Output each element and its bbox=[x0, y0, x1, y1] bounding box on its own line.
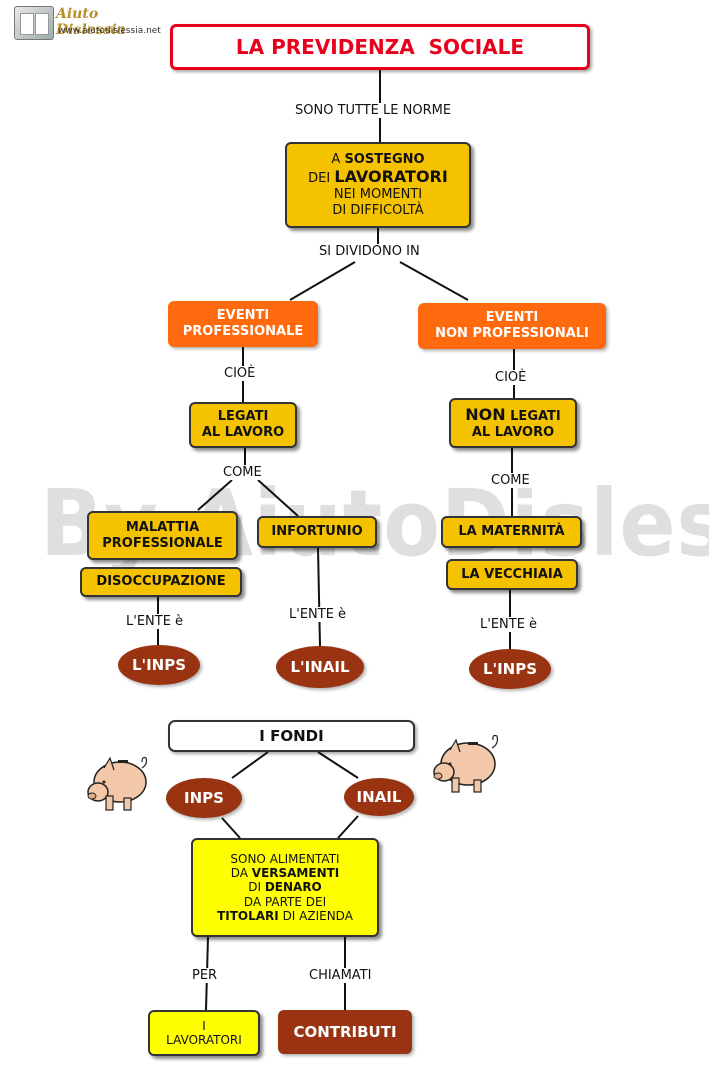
inps-ellipse-2: L'INPS bbox=[469, 649, 551, 689]
sono-alimentati-box: SONO ALIMENTATI DA VERSAMENTI DI DENARO … bbox=[191, 838, 379, 937]
label-per: PER bbox=[189, 968, 221, 983]
logo-title: Aiuto Dislessia bbox=[56, 6, 126, 38]
book-icon bbox=[14, 6, 54, 40]
inail-ellipse: L'INAIL bbox=[276, 646, 364, 688]
logo-url: www.aiutodislessia.net bbox=[58, 26, 161, 36]
logo[interactable]: Aiuto Dislessia www.aiutodislessia.net bbox=[14, 6, 166, 40]
i-lavoratori-box: I LAVORATORI bbox=[148, 1010, 260, 1056]
label-ente-inail: L'ENTE è bbox=[286, 607, 350, 622]
label-si-dividono-in: SI DIVIDONO IN bbox=[316, 244, 423, 259]
disoccupazione-box: DISOCCUPAZIONE bbox=[80, 567, 242, 597]
i-fondi-box: I FONDI bbox=[168, 720, 415, 752]
label-come-right: COME bbox=[488, 473, 533, 488]
label-ente-inps-2: L'ENTE è bbox=[477, 617, 541, 632]
fondi-inps-ellipse: INPS bbox=[166, 778, 242, 818]
label-cioe-left: CIOÈ bbox=[221, 366, 259, 381]
label-cioe-right: CIOÈ bbox=[492, 370, 530, 385]
eventi-non-professionali-box: EVENTI NON PROFESSIONALI bbox=[418, 303, 606, 349]
label-ente-inps-1: L'ENTE è bbox=[123, 614, 187, 629]
piggy-bank-right-icon bbox=[433, 734, 499, 793]
contributi-box: CONTRIBUTI bbox=[278, 1010, 412, 1054]
piggy-bank-left-icon bbox=[87, 756, 148, 811]
infortunio-box: INFORTUNIO bbox=[257, 516, 377, 548]
inps-ellipse-1: L'INPS bbox=[118, 645, 200, 685]
malattia-professionale-box: MALATTIA PROFESSIONALE bbox=[87, 511, 238, 560]
page-title: LA PREVIDENZA SOCIALE bbox=[170, 24, 590, 70]
legati-al-lavoro-box: LEGATI AL LAVORO bbox=[189, 402, 297, 448]
la-vecchiaia-box: LA VECCHIAIA bbox=[446, 559, 578, 590]
page-title-text: LA PREVIDENZA SOCIALE bbox=[235, 35, 525, 59]
label-chiamati: CHIAMATI bbox=[306, 968, 375, 983]
la-maternita-box: LA MATERNITÀ bbox=[441, 516, 582, 548]
label-come-left: COME bbox=[220, 465, 265, 480]
non-legati-al-lavoro-box: NON LEGATI AL LAVORO bbox=[449, 398, 577, 448]
sostegno-box: A SOSTEGNO DEI LAVORATORI NEI MOMENTI DI… bbox=[285, 142, 471, 228]
fondi-inail-ellipse: INAIL bbox=[344, 778, 414, 816]
eventi-professionale-box: EVENTI PROFESSIONALE bbox=[168, 301, 318, 347]
label-sono-tutte-le-norme: SONO TUTTE LE NORME bbox=[292, 103, 455, 118]
